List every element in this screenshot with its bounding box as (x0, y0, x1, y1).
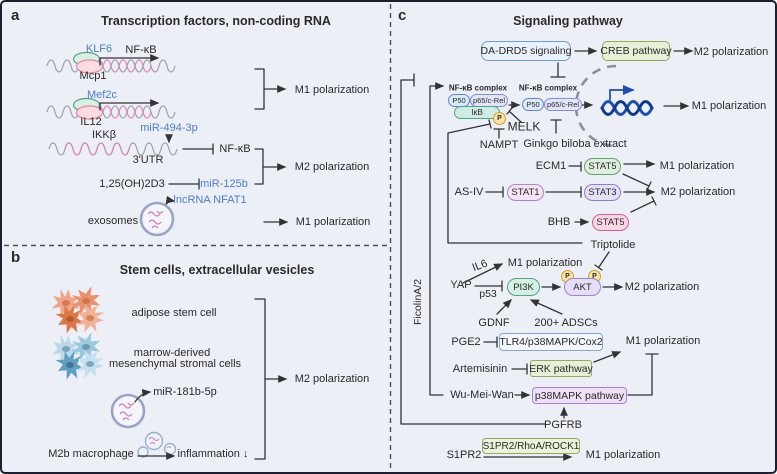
adipose-cells-icon (49, 280, 107, 339)
promoter-arrow-icon (99, 99, 160, 111)
triptolide-ikb-line (447, 123, 583, 244)
label-vitd: 1,25(OH)2D3 (99, 177, 165, 190)
label-m2b: M2b macrophage (48, 447, 134, 460)
label-ecm1: ECM1 (535, 159, 567, 172)
label-m1-bottom: M1 polarization (295, 215, 371, 228)
label-pge2: PGE2 (451, 335, 481, 348)
label-m1-il6: M1 polarization (507, 256, 583, 269)
label-gdnf: GDNF (478, 316, 510, 329)
label-lncrna: lncRNA NFAT1 (173, 193, 247, 206)
label-asiv: AS-IV (454, 185, 484, 198)
label-m2-panelb: M2 polarization (294, 372, 370, 385)
label-nfkb-promoter: NF-κB (125, 43, 157, 56)
pi3k-pill: PI3K (507, 278, 540, 296)
transcription-factor-icons (72, 51, 104, 120)
bracket (254, 68, 265, 110)
stat3-pill: STAT3 (584, 184, 621, 201)
label-p53: p53 (479, 288, 497, 301)
nfkb-complex1-label: NF-κB complex (448, 83, 508, 93)
s1pr2-rhoa-rock1-box: S1PR2/RhoA/ROCK1 (482, 438, 580, 454)
label-marrow-2: mesenchymal stromal cells (108, 357, 242, 370)
promoter-arrow-icon (99, 54, 160, 66)
panel-separators (4, 4, 392, 472)
ficolin-line (429, 82, 445, 396)
label-m1-tlr4: M1 polarization (625, 334, 701, 347)
label-klf6: KLF6 (85, 42, 113, 55)
dna-helix-icon (600, 84, 654, 116)
label-triptolide: Triptolide (590, 238, 636, 251)
dna-strand-icon (46, 59, 178, 156)
label-inflammation: inflammation ↓ (177, 447, 249, 460)
exosome-icon (139, 201, 175, 237)
ikb-pill: IκB (454, 106, 500, 119)
panel-c-tag: c (398, 7, 407, 24)
creb-pathway-box: CREB pathway (600, 41, 672, 61)
da-drd5-box: DA-DRD5 signaling (480, 41, 572, 61)
label-adscs: 200+ ADSCs (534, 316, 598, 329)
label-mir494: miR-494-3p (140, 121, 198, 134)
label-marrow-1: marrow-derived (133, 346, 211, 359)
label-adipose: adipose stem cell (131, 306, 217, 319)
promoter-arrow-icon (609, 84, 635, 101)
label-m2-akt: M2 polarization (624, 280, 700, 293)
label-ginkgo: Ginkgo biloba extract (523, 137, 627, 150)
label-yap: YAP (450, 278, 472, 291)
pgfrb-nfkb-line (400, 79, 546, 425)
nfkb-complex2-label: NF-κB complex (518, 83, 578, 93)
akt-pill: AKT (564, 278, 601, 296)
label-melk: MELK (507, 119, 541, 134)
label-s1pr2: S1PR2 (446, 448, 482, 461)
label-artemisinin: Artemisinin (452, 362, 508, 375)
label-il12: IL12 (80, 115, 102, 128)
p38mapk-pathway-box: p38MAPK pathway (532, 387, 627, 404)
exosome-icon (110, 393, 146, 429)
phospho-badge: P (493, 112, 506, 125)
panel-c-connectors (400, 47, 694, 461)
bracket (254, 148, 264, 185)
vesicles-icon (137, 431, 177, 458)
label-m1-s1pr2: M1 polarization (585, 448, 661, 461)
bracket (254, 298, 266, 460)
label-wumeiwan: Wu-Mei-Wan (450, 388, 514, 401)
erk-pathway-box: ERK pathway (529, 360, 593, 377)
label-m1-top: M1 polarization (294, 83, 370, 96)
label-mef2c: Mef2c (87, 88, 117, 101)
panel-b-connectors (134, 298, 288, 460)
label-mcp1: Mcp1 (79, 69, 107, 82)
panel-b-title: Stem cells, extracellular vesicles (119, 263, 315, 277)
msc-cells-icon (49, 326, 107, 385)
label-pgfrb: PGFRB (544, 418, 582, 431)
label-exosomes: exosomes (87, 214, 139, 227)
nucleus-membrane-icon (574, 64, 617, 148)
label-m2-creb: M2 polarization (693, 45, 769, 58)
label-nfkb-mir: NF-κB (219, 142, 251, 155)
stat1-pill: STAT1 (507, 184, 544, 201)
panel-a-tag: a (11, 7, 20, 24)
label-nampt: NAMPT (479, 138, 519, 151)
il12-gene-icon (75, 105, 104, 120)
label-ikkb: IKKβ (91, 128, 117, 141)
label-m1-nfkb: M1 polarization (691, 99, 767, 112)
label-m2-mid: M2 polarization (294, 160, 370, 173)
label-bhb: BHB (547, 215, 571, 228)
p65-crel-pill: p65/c-Rel (544, 98, 582, 111)
label-mir181: miR-181b-5p (153, 385, 217, 398)
stat5-top-pill: STAT5 (584, 158, 621, 175)
mcp1-gene-icon (75, 59, 104, 74)
label-3utr: 3'UTR (132, 153, 164, 166)
tlr4-box: TLR4/p38MAPK/Cox2 (499, 333, 603, 351)
panel-a-title: Transcription factors, non-coding RNA (101, 14, 331, 28)
panel-c-title: Signaling pathway (513, 14, 623, 28)
stat5-bottom-pill: STAT5 (592, 214, 629, 231)
label-mir125b: miR-125b (200, 177, 248, 190)
panel-b-tag: b (11, 249, 21, 266)
label-m1-stat: M1 polarization (659, 159, 735, 172)
p50-pill: P50 (522, 98, 544, 111)
label-ficolin: FicolinA/2 (412, 278, 425, 326)
label-m2-stat: M2 polarization (660, 185, 736, 198)
